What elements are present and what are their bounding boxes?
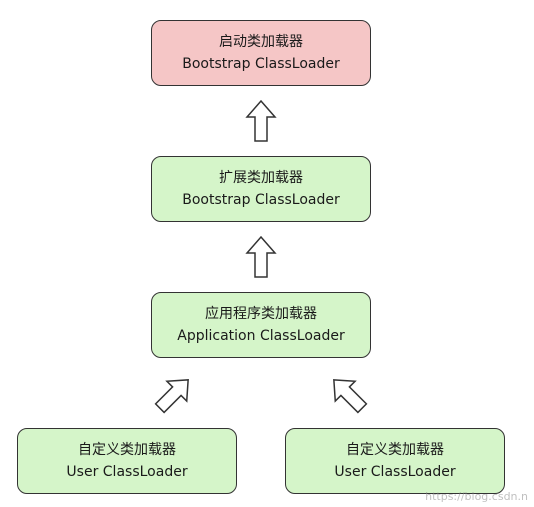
node-subtitle: Bootstrap ClassLoader	[182, 192, 340, 208]
node-title: 应用程序类加载器	[205, 306, 317, 322]
watermark-text: https://blog.csdn.n	[425, 490, 528, 503]
node-title: 扩展类加载器	[219, 170, 303, 186]
hollow-up-arrow-icon	[245, 99, 277, 142]
hollow-up-arrow-icon	[245, 235, 277, 278]
user-classloader-node: 自定义类加载器 User ClassLoader	[17, 428, 237, 494]
node-title: 自定义类加载器	[346, 442, 444, 458]
node-subtitle: User ClassLoader	[334, 464, 456, 480]
node-subtitle: User ClassLoader	[66, 464, 188, 480]
hollow-up-left-arrow-icon	[333, 379, 368, 414]
bootstrap-classloader-node: 启动类加载器 Bootstrap ClassLoader	[151, 20, 371, 86]
node-subtitle: Bootstrap ClassLoader	[182, 56, 340, 72]
user-classloader-node: 自定义类加载器 User ClassLoader	[285, 428, 505, 494]
node-title: 启动类加载器	[219, 34, 303, 50]
node-title: 自定义类加载器	[78, 442, 176, 458]
hollow-up-right-arrow-icon	[154, 379, 189, 414]
extension-classloader-node: 扩展类加载器 Bootstrap ClassLoader	[151, 156, 371, 222]
application-classloader-node: 应用程序类加载器 Application ClassLoader	[151, 292, 371, 358]
node-subtitle: Application ClassLoader	[177, 328, 345, 344]
